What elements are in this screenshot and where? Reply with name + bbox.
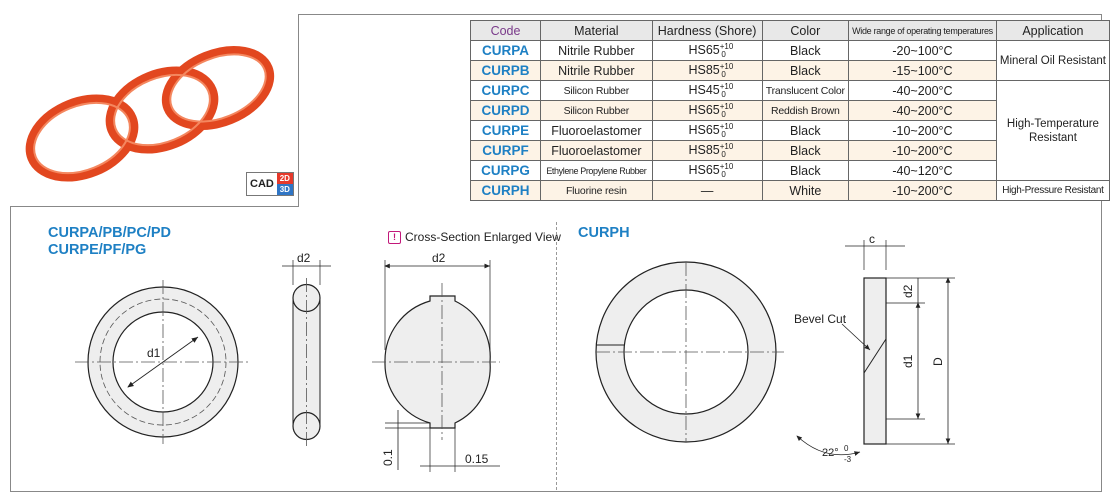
table-row: CURPF Fluoroelastomer HS85+100 Black -10… [469,140,1110,161]
oring-side-view: d2 [282,251,331,446]
title-line-2: CURPE/PF/PG [48,242,147,258]
material-cell: Nitrile Rubber [540,60,653,81]
bevel-cut-label: Bevel Cut [794,312,847,326]
material-cell: Fluoroelastomer [540,120,653,141]
d1-label-curph: d1 [901,354,915,368]
cad-badge[interactable]: CAD 2D 3D [246,172,294,196]
material-cell: Fluorine resin [540,180,653,201]
title-line-1: CURPA/PB/PC/PD [48,225,171,241]
code-cell: CURPH [469,180,542,201]
temp-cell: -40~120°C [848,160,997,181]
cad-label: CAD [247,173,277,195]
oring-front-view: d1 [75,280,251,444]
hardness-cell: HS65+100 [651,40,763,61]
temp-cell: -40~200°C [848,100,997,121]
d2-label-cross: d2 [432,251,446,265]
section-title-left: CURPA/PB/PC/PD CURPE/PF/PG [48,225,171,259]
hardness-cell: HS85+100 [651,60,763,81]
dim-015-label: 0.15 [465,452,489,466]
D-label: D [931,357,945,366]
temp-cell: -10~200°C [848,140,997,161]
color-cell: White [761,180,850,201]
section-title-right: CURPH [578,225,630,241]
cross-section-label: Cross-Section Enlarged View [405,230,561,244]
angle-upper-label: 0 [844,444,849,453]
temp-cell: -10~200°C [848,180,997,201]
header-material: Material [540,20,653,41]
table-row: CURPE Fluoroelastomer HS65+100 Black -10… [469,120,1110,141]
catalog-frame [10,14,1102,492]
curph-front-view [595,261,784,443]
hardness-cell: — [651,180,763,201]
table-row: CURPB Nitrile Rubber HS85+100 Black -15~… [469,60,1110,81]
code-cell: CURPG [469,160,542,181]
app-high-temp: High-Temperature Resistant [995,80,1110,181]
cross-section-note: ! Cross-Section Enlarged View [388,230,561,244]
angle-lower-label: -3 [844,455,852,464]
code-cell: CURPA [469,40,542,61]
code-cell: CURPC [469,80,542,101]
warning-icon: ! [388,230,401,244]
o-rings-image [25,46,275,182]
code-cell: CURPB [469,60,542,81]
temp-cell: -20~100°C [848,40,997,61]
d2-label: d2 [297,251,311,265]
cross-section-view: d2 0.1 0.15 [372,251,500,472]
table-row: CURPC Silicon Rubber HS45+100 Translucen… [469,80,1110,181]
d1-label: d1 [147,346,161,360]
spec-table: Code Material Hardness (Shore) Color Wid… [469,20,1110,201]
code-cell: CURPF [469,140,542,161]
code-cell: CURPE [469,120,542,141]
header-hardness: Hardness (Shore) [651,20,763,41]
color-cell: Translucent Color [761,80,850,101]
header-color: Color [761,20,850,41]
dim-01-label: 0.1 [381,449,395,466]
color-cell: Black [761,160,850,181]
c-label: c [869,232,875,246]
hardness-cell: HS45+100 [651,80,763,101]
d2-label-curph: d2 [901,284,915,298]
angle-label: 22° [822,447,839,459]
header-application: Application [995,20,1110,41]
curph-side-view: c d2 d1 D Bevel Cut 22° 0 -3 [794,232,955,464]
app-high-pressure: High-Pressure Resistant [995,180,1110,201]
temp-cell: -15~100°C [848,60,997,81]
table-row: CURPH Fluorine resin — White -10~200°C H… [469,180,1110,201]
cad-2d-label: 2D [276,173,293,184]
section-divider [556,222,557,490]
cad-3d-label: 3D [276,184,293,195]
